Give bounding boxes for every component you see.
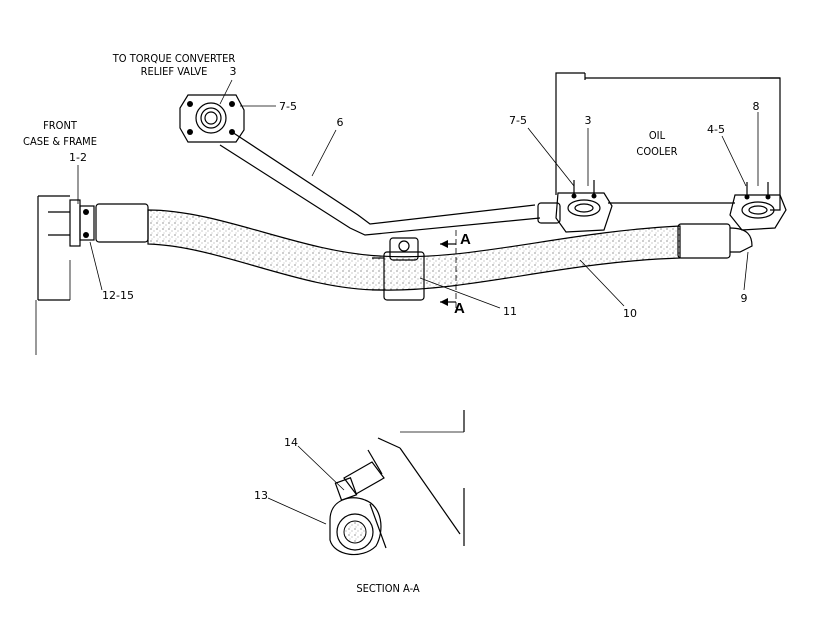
section-cut-markers — [440, 230, 457, 310]
section-a-a-detail — [329, 410, 465, 556]
front-case-label-line2: CASE & FRAME — [23, 135, 97, 148]
clamp-11 — [372, 237, 425, 301]
callout-7-5-cooler: 7-5 — [509, 114, 527, 127]
oil-cooler-label-line1: OIL — [649, 129, 666, 142]
leader-lines — [77, 79, 759, 525]
front-case-label-line1: FRONT — [43, 119, 78, 132]
torque-converter-label-line2: RELIEF VALVE — [141, 65, 208, 78]
section-title: SECTION A-A — [356, 582, 420, 595]
callout-4-5: 4-5 — [707, 123, 725, 136]
front-case-connector — [48, 199, 95, 247]
section-marker-top: A — [460, 231, 471, 248]
front-case-frame — [35, 195, 71, 355]
callout-9: 9 — [741, 292, 748, 305]
callout-12-15: 12-15 — [102, 289, 134, 302]
callout-1-2: 1-2 — [69, 151, 87, 164]
callout-3-top: 3 — [230, 65, 237, 78]
callout-14: 14 — [284, 436, 298, 449]
oil-cooler-label-line2: COOLER — [636, 145, 677, 158]
callout-3-cooler: 3 — [585, 114, 592, 127]
callout-6: 6 — [337, 116, 344, 129]
callout-10: 10 — [623, 307, 637, 320]
callout-13: 13 — [254, 489, 268, 502]
torque-converter-label-line1: TO TORQUE CONVERTER — [112, 52, 236, 65]
callout-7-5-top: 7-5 — [279, 100, 297, 113]
oil-cooler-outline — [555, 72, 781, 211]
callout-8: 8 — [753, 100, 760, 113]
cooler-flange-right — [729, 182, 787, 231]
relief-valve-flange — [179, 94, 245, 143]
tube-6 — [219, 131, 561, 236]
section-marker-bottom: A — [454, 300, 465, 317]
callout-11: 11 — [503, 305, 517, 318]
cooler-flange-left — [555, 180, 613, 233]
hose-10 — [95, 203, 753, 291]
